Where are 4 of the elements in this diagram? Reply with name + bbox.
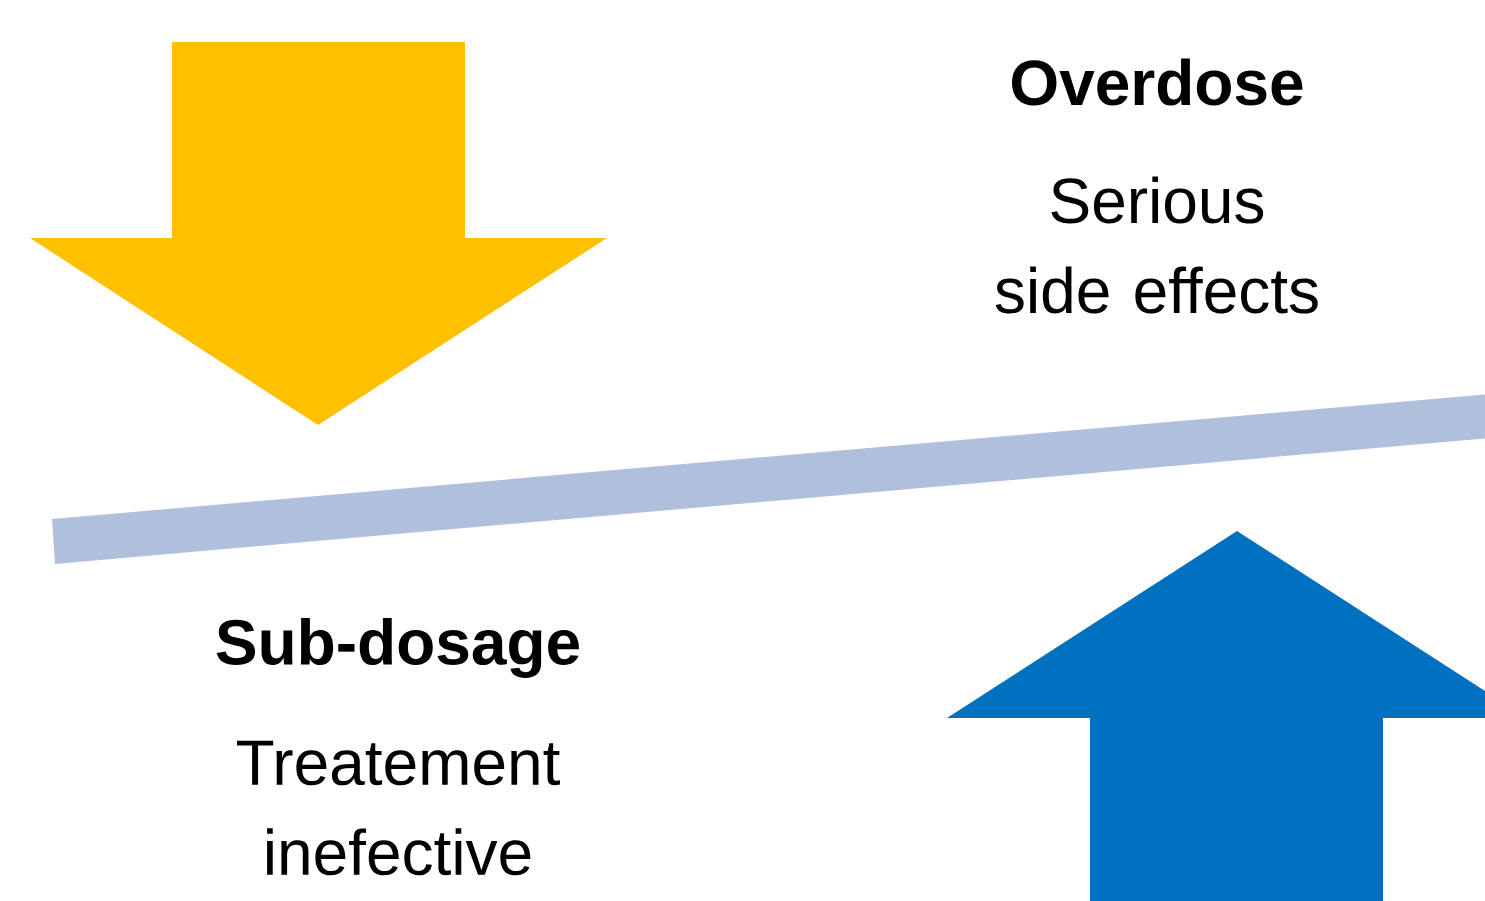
heading: Sub-dosage bbox=[216, 618, 579, 678]
description: Treatement inefective bbox=[237, 740, 560, 876]
description: Serious side effects bbox=[995, 176, 1318, 314]
heading: Overdose bbox=[1012, 58, 1303, 106]
